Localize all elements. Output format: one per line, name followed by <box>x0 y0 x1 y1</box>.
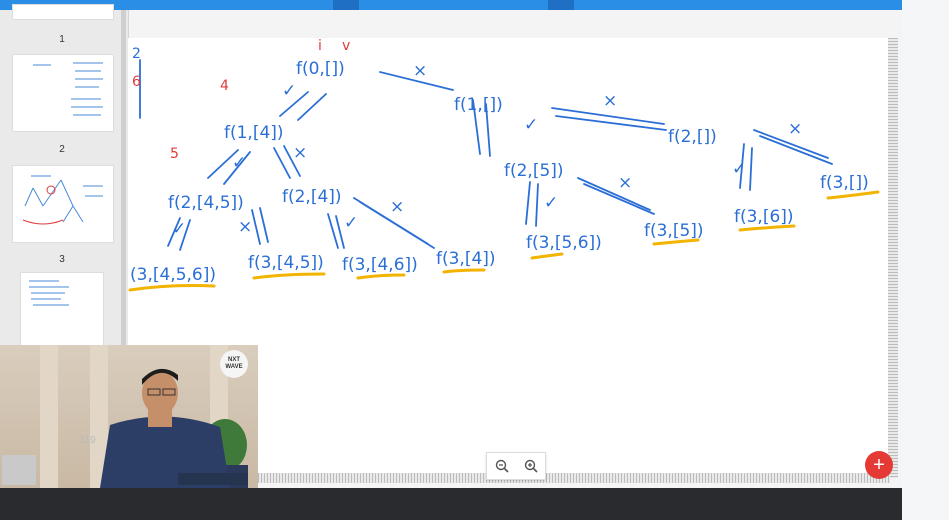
tree-node: f(2,[]) <box>668 127 717 147</box>
tick-mark: ✓ <box>172 219 186 239</box>
cross-mark: × <box>618 173 632 193</box>
presenter-figure <box>2 368 248 488</box>
tick-mark: ✓ <box>544 193 558 213</box>
slide-preview-sketch <box>33 62 103 116</box>
edge <box>577 177 655 215</box>
cross-mark: × <box>390 197 404 217</box>
zoom-in-button[interactable] <box>516 453 545 479</box>
slide-thumbnail-0[interactable] <box>12 4 114 20</box>
annotation-5: 5 <box>170 146 179 162</box>
tree-node: f(1,[]) <box>454 95 503 115</box>
tree-node: f(2,[5]) <box>504 161 564 181</box>
edge <box>753 129 833 165</box>
tree-node: f(3,[6]) <box>734 207 794 227</box>
edge <box>279 91 327 121</box>
tick-mark: ✓ <box>732 159 746 179</box>
tick-mark: ✓ <box>524 115 538 135</box>
brand-logo: NXT WAVE <box>220 350 248 378</box>
highlight-underline <box>128 284 216 292</box>
slide-number: 3 <box>59 254 65 265</box>
tree-node: f(2,[4]) <box>282 187 342 207</box>
annotation-2: 2 <box>132 46 141 62</box>
horizontal-scrollbar[interactable] <box>258 473 890 483</box>
slide-number: 1 <box>59 34 65 45</box>
zoom-out-icon <box>495 459 509 473</box>
zoom-out-button[interactable] <box>487 453 516 479</box>
tree-node: (3,[4,5,6]) <box>130 265 216 285</box>
edge <box>379 71 454 91</box>
add-slide-button[interactable]: + <box>865 451 893 479</box>
tree-node: f(3,[]) <box>820 173 869 193</box>
edge <box>525 181 539 227</box>
tree-node: f(3,[5]) <box>644 221 704 241</box>
tree-node-root: f(0,[]) <box>296 59 345 79</box>
edge <box>327 213 345 249</box>
annotation-v: v <box>342 38 350 54</box>
highlight-underline <box>252 272 326 280</box>
slide-sidebar: 1 2 3 <box>0 4 129 347</box>
video-overlay-number: 319 <box>79 435 96 446</box>
highlight-underline <box>442 268 486 274</box>
cross-mark: × <box>788 119 802 139</box>
edge <box>472 99 491 157</box>
annotation-6: 6 <box>132 74 141 90</box>
tick-mark: ✓ <box>344 213 358 233</box>
slide-thumbnail-2[interactable] <box>12 165 114 243</box>
edge <box>167 217 191 251</box>
bottom-bar <box>0 488 902 520</box>
slide-number: 2 <box>59 144 65 155</box>
right-panel <box>902 0 949 520</box>
presenter-video: 319 NXT WAVE <box>0 345 258 488</box>
tree-node: f(3,[4,5]) <box>248 253 324 273</box>
cross-mark: × <box>238 217 252 237</box>
edge <box>739 143 753 191</box>
slide-preview-sketch <box>22 175 103 225</box>
top-toolbar <box>0 0 902 10</box>
annotation-4: 4 <box>220 78 229 94</box>
color-tool-button[interactable] <box>548 0 574 10</box>
vertical-scrollbar[interactable] <box>888 38 898 478</box>
tree-node: f(3,[4,6]) <box>342 255 418 275</box>
highlight-underline <box>652 238 700 246</box>
edge <box>273 145 301 179</box>
cross-mark: × <box>603 91 617 111</box>
tree-node: f(3,[4]) <box>436 249 496 269</box>
wall-panel <box>90 345 108 488</box>
tree-node: f(3,[5,6]) <box>526 233 602 253</box>
highlight-underline <box>826 190 880 200</box>
wall-panel <box>40 345 58 488</box>
slide-preview-sketch <box>29 280 69 306</box>
recursion-tree-drawing: × × × × × × × ✓ ✓ ✓ ✓ ✓ ✓ ✓ i v 2 6 4 5 … <box>128 38 880 292</box>
highlight-underline <box>356 273 406 280</box>
tick-mark: ✓ <box>282 81 296 101</box>
edge <box>551 107 667 131</box>
zoom-controls <box>486 452 546 480</box>
slide-thumbnail-1[interactable] <box>12 54 114 132</box>
cross-mark: × <box>293 143 307 163</box>
tree-node: f(1,[4]) <box>224 123 284 143</box>
highlight-underline <box>530 252 564 260</box>
tick-mark: ✓ <box>232 153 246 173</box>
cross-mark: × <box>413 61 427 81</box>
edge <box>353 197 435 249</box>
zoom-in-icon <box>524 459 538 473</box>
highlight-underline <box>738 224 796 232</box>
sidebar-scrollbar[interactable] <box>121 10 126 345</box>
annotation-i: i <box>318 38 322 54</box>
edge <box>207 149 251 185</box>
pen-tool-button[interactable] <box>333 0 359 10</box>
tree-node: f(2,[4,5]) <box>168 193 244 213</box>
slide-thumbnail-3[interactable] <box>20 272 104 347</box>
edge <box>251 207 269 245</box>
